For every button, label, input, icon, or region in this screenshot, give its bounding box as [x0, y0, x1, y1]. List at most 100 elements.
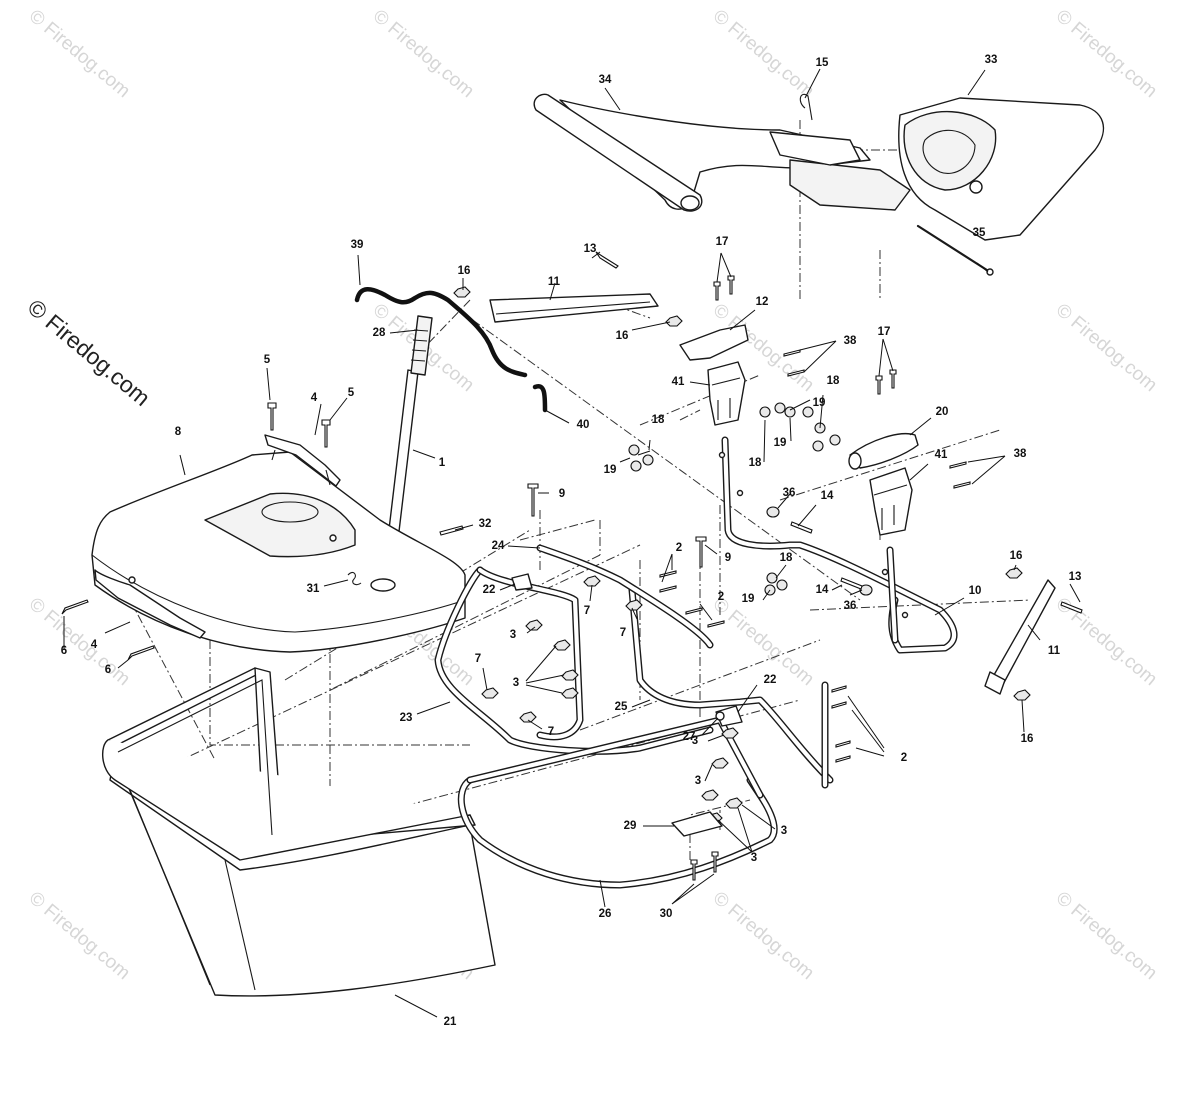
callout-label: 32 — [479, 518, 492, 530]
callout-label: 28 — [373, 327, 386, 339]
rod-grip-ridges — [410, 329, 429, 362]
callout-label: 2 — [676, 542, 682, 554]
side-handle — [94, 569, 206, 639]
callout-label: 7 — [584, 605, 590, 617]
callout-label: 5 — [264, 354, 271, 366]
callout-label: 18 — [652, 414, 665, 426]
bag-lid — [91, 451, 466, 653]
bolt-icon — [61, 599, 89, 615]
lid-slot — [261, 501, 319, 523]
clip-22 — [715, 705, 743, 727]
callout-label: 19 — [742, 593, 755, 605]
callout-label: 41 — [672, 376, 685, 388]
lid-rim — [91, 554, 466, 633]
handle-tube-end — [680, 195, 700, 211]
braces — [489, 293, 1056, 695]
washer-icon — [776, 579, 788, 591]
callout-label: 2 — [901, 752, 907, 764]
callout-label: 11 — [548, 276, 561, 288]
lid-hole — [370, 578, 396, 592]
callout-label: 23 — [400, 712, 413, 724]
bolt-icon — [713, 281, 721, 301]
callout-label: 40 — [577, 419, 590, 431]
bolt-icon — [783, 349, 801, 357]
lid-handle-top — [264, 434, 341, 487]
nut-icon — [525, 619, 543, 631]
nut-icon — [561, 669, 579, 681]
lid-rivet — [329, 534, 337, 542]
bolt-icon — [659, 570, 677, 578]
mount-bracket — [679, 324, 958, 654]
bag-seam — [129, 789, 256, 991]
washer-icon — [766, 572, 778, 584]
clip-20-end — [848, 452, 862, 470]
clip-22 — [511, 573, 533, 591]
bracket-hole — [881, 568, 889, 576]
bolt-icon — [831, 701, 847, 709]
callout-label: 21 — [444, 1016, 457, 1028]
callout-label: 15 — [816, 57, 829, 69]
handle-arm — [559, 99, 871, 210]
lift-cable — [354, 287, 528, 378]
watermark: © Firedog.com — [1052, 888, 1161, 984]
nut-icon — [481, 687, 499, 699]
frame-26-top — [466, 716, 764, 799]
watermark: © Firedog.com — [1052, 6, 1161, 102]
screw-icon — [439, 525, 464, 536]
callout-label: 22 — [483, 584, 496, 596]
callout-label: 38 — [844, 335, 857, 347]
callout-label: 3 — [510, 629, 516, 641]
handle-clamp-block — [769, 131, 861, 166]
callout-label: 34 — [599, 74, 612, 86]
handle-grip-socket — [903, 110, 997, 191]
bolt-icon — [727, 275, 735, 295]
callout-label: 7 — [548, 726, 554, 738]
watermark: © Firedog.com — [25, 6, 134, 102]
washer-icon — [642, 454, 654, 466]
nut-icon — [1005, 567, 1023, 579]
callout-label: 19 — [813, 397, 826, 409]
washer-icon — [829, 434, 841, 446]
nut-icon — [665, 315, 683, 327]
watermark: © Firedog.com — [709, 6, 818, 102]
washer-icon — [859, 584, 873, 596]
bolt-icon — [685, 607, 703, 615]
callout-label: 19 — [774, 437, 787, 449]
callout-label: 18 — [749, 457, 762, 469]
callout-label: 25 — [615, 701, 628, 713]
nut-icon — [583, 575, 601, 587]
hairpin-clip — [799, 93, 813, 121]
callout-label: 9 — [725, 552, 731, 564]
bracket-hole — [736, 489, 744, 497]
bolt-icon — [831, 685, 847, 693]
washer-icon — [759, 406, 771, 418]
bolt-icon — [707, 620, 725, 628]
callout-label: 13 — [1069, 571, 1082, 583]
bolt-icon — [949, 461, 967, 469]
watermark: © Firedog.com — [1052, 300, 1161, 396]
washer-icon — [802, 406, 814, 418]
callout-label: 7 — [475, 653, 481, 665]
callout-label: 7 — [620, 627, 626, 639]
clip-icon — [347, 571, 362, 586]
callout-label: 36 — [844, 600, 857, 612]
callout-label: 38 — [1014, 448, 1027, 460]
bolt-icon — [321, 419, 331, 448]
callout-label: 5 — [348, 387, 355, 399]
callout-label: 8 — [175, 426, 182, 438]
bolt-icon — [889, 369, 897, 389]
nut-icon — [711, 757, 729, 769]
callout-label: 3 — [695, 775, 701, 787]
washer-icon — [774, 402, 786, 414]
washer-icon — [630, 460, 642, 472]
bag-frame-rim — [102, 739, 471, 861]
callout-label: 4 — [311, 392, 318, 404]
callout-label: 33 — [985, 54, 998, 66]
callout-label: 16 — [1010, 550, 1023, 562]
bolt-icon — [840, 577, 863, 590]
leaders — [63, 68, 1081, 1018]
callout-label: 22 — [764, 674, 777, 686]
brace-11-right — [989, 579, 1056, 691]
watermark: © Firedog.com — [25, 594, 134, 690]
